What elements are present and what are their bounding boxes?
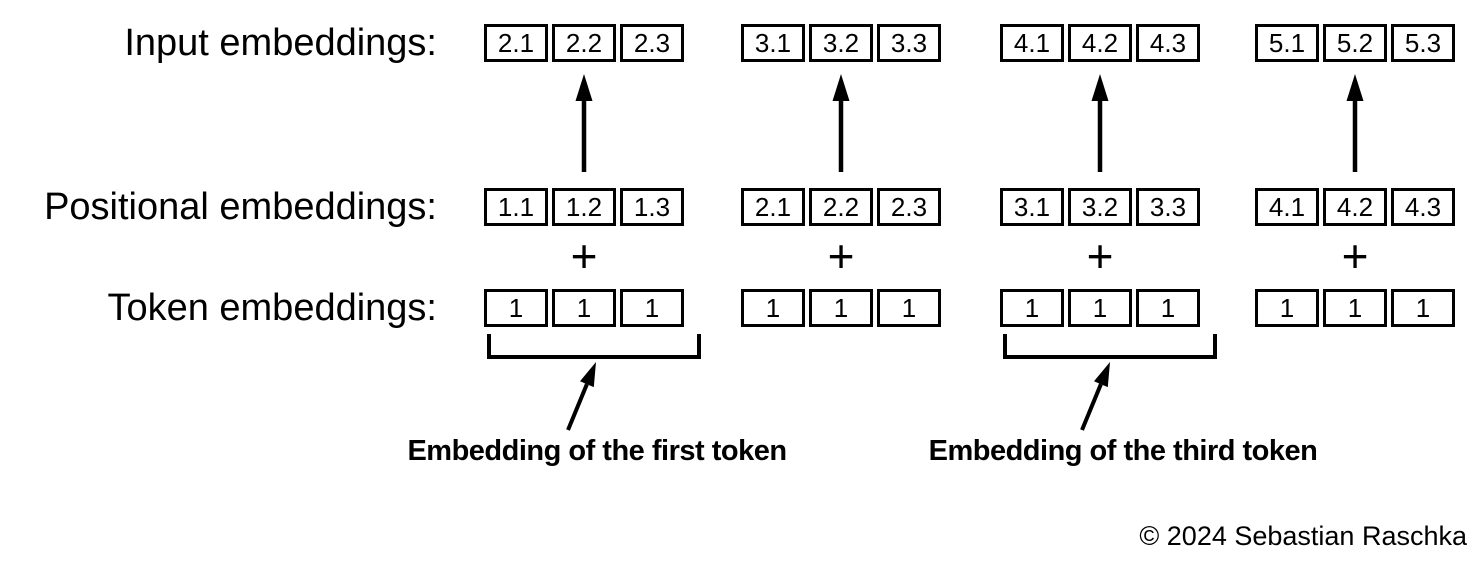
input-embeddings-label: Input embeddings: <box>124 22 437 64</box>
vector-cell: 1 <box>741 289 805 327</box>
plus-operator: + <box>827 230 855 282</box>
plus-operator: + <box>1341 230 1369 282</box>
token-embeddings-group-1: 1 1 1 <box>484 289 684 327</box>
annotation-first-token: Embedding of the first token <box>407 435 787 467</box>
positional-embeddings-group-2: 2.1 2.2 2.3 <box>741 188 941 226</box>
vector-cell: 1 <box>484 289 548 327</box>
vector-cell: 4.1 <box>1255 188 1319 226</box>
vector-cell: 1.2 <box>552 188 616 226</box>
vector-cell: 1 <box>809 289 873 327</box>
vector-cell: 4.2 <box>1323 188 1387 226</box>
vector-cell: 5.3 <box>1391 24 1455 62</box>
positional-embeddings-group-3: 3.1 3.2 3.3 <box>1000 188 1200 226</box>
annotation-third-token: Embedding of the third token <box>928 435 1318 467</box>
vector-cell: 3.2 <box>1068 188 1132 226</box>
input-embeddings-group-4: 5.1 5.2 5.3 <box>1255 24 1455 62</box>
vector-cell: 2.1 <box>741 188 805 226</box>
vector-cell: 4.3 <box>1391 188 1455 226</box>
vector-cell: 5.1 <box>1255 24 1319 62</box>
vector-cell: 3.3 <box>1136 188 1200 226</box>
plus-operator: + <box>570 230 598 282</box>
vector-cell: 1 <box>1255 289 1319 327</box>
vector-cell: 1 <box>877 289 941 327</box>
copyright-notice: © 2024 Sebastian Raschka <box>1139 521 1467 551</box>
positional-embeddings-label: Positional embeddings: <box>44 186 437 228</box>
vector-cell: 2.3 <box>877 188 941 226</box>
vector-cell: 1 <box>1000 289 1064 327</box>
vector-cell: 5.2 <box>1323 24 1387 62</box>
annotation-arrow-icon <box>566 362 596 431</box>
vector-cell: 1 <box>1136 289 1200 327</box>
group-bracket <box>487 334 701 359</box>
vector-cell: 1 <box>552 289 616 327</box>
token-embeddings-label: Token embeddings: <box>107 287 437 329</box>
token-embeddings-group-2: 1 1 1 <box>741 289 941 327</box>
up-arrow-icon <box>832 74 850 172</box>
vector-cell: 1 <box>1068 289 1132 327</box>
positional-embeddings-group-1: 1.1 1.2 1.3 <box>484 188 684 226</box>
input-embeddings-group-3: 4.1 4.2 4.3 <box>1000 24 1200 62</box>
annotation-arrow-icon <box>1080 362 1110 431</box>
vector-cell: 3.2 <box>809 24 873 62</box>
up-arrow-icon <box>575 74 593 172</box>
vector-cell: 3.1 <box>741 24 805 62</box>
up-arrow-icon <box>1091 74 1109 172</box>
vector-cell: 2.1 <box>484 24 548 62</box>
vector-cell: 4.3 <box>1136 24 1200 62</box>
vector-cell: 1 <box>1391 289 1455 327</box>
up-arrow-icon <box>1346 74 1364 172</box>
input-embeddings-group-2: 3.1 3.2 3.3 <box>741 24 941 62</box>
vector-cell: 2.2 <box>809 188 873 226</box>
vector-cell: 1.1 <box>484 188 548 226</box>
vector-cell: 3.1 <box>1000 188 1064 226</box>
input-embeddings-group-1: 2.1 2.2 2.3 <box>484 24 684 62</box>
vector-cell: 2.3 <box>620 24 684 62</box>
positional-embeddings-group-4: 4.1 4.2 4.3 <box>1255 188 1455 226</box>
token-embeddings-group-4: 1 1 1 <box>1255 289 1455 327</box>
vector-cell: 4.1 <box>1000 24 1064 62</box>
vector-cell: 3.3 <box>877 24 941 62</box>
plus-operator: + <box>1086 230 1114 282</box>
group-bracket <box>1003 334 1217 359</box>
vector-cell: 1 <box>1323 289 1387 327</box>
vector-cell: 2.2 <box>552 24 616 62</box>
token-embeddings-group-3: 1 1 1 <box>1000 289 1200 327</box>
vector-cell: 1 <box>620 289 684 327</box>
vector-cell: 1.3 <box>620 188 684 226</box>
vector-cell: 4.2 <box>1068 24 1132 62</box>
